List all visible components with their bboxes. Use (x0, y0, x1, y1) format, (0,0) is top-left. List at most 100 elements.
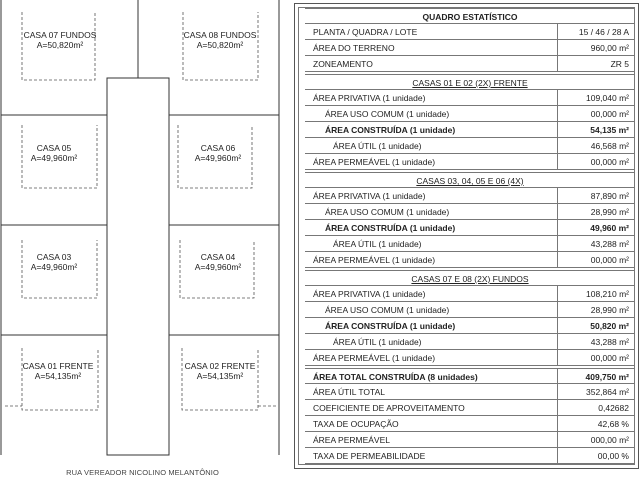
row-label: ÁREA PERMEÁVEL (313, 435, 391, 445)
row-label: ÁREA PRIVATIVA (1 unidade) (313, 191, 426, 201)
lot-area: A=49,960m² (194, 262, 242, 272)
row-value: 352,864 m² (586, 387, 629, 397)
table-row: ÁREA USO COMUM (1 unidade) 00,000 m² (305, 106, 635, 122)
table-row: ÁREA PERMEÁVEL (1 unidade) 00,000 m² (305, 154, 635, 170)
site-plan: CASA 07 FUNDOS A=50,820m² CASA 08 FUNDOS… (0, 0, 285, 480)
row-value: 49,960 m² (590, 223, 629, 233)
table-row: ÁREA PERMEÁVEL (1 unidade)00,000 m² (305, 350, 635, 366)
row-label: ÁREA USO COMUM (1 unidade) (325, 207, 450, 217)
row-value: 28,990 m² (590, 207, 629, 217)
row-label: TAXA DE OCUPAÇÃO (313, 419, 399, 429)
footprint-casa-07 (21, 12, 96, 81)
lot-area: A=49,960m² (30, 153, 78, 163)
lot-area: A=49,960m² (30, 262, 78, 272)
row-value: 409,750 m² (585, 372, 629, 382)
row-label: ÁREA TOTAL CONSTRUÍDA (8 unidades) (313, 372, 478, 382)
row-value: 108,210 m² (586, 289, 629, 299)
lot-label-casa-05: CASA 05 A=49,960m² (14, 143, 94, 163)
footprint-casa-02 (181, 348, 259, 411)
row-label: ÁREA USO COMUM (1 unidade) (325, 109, 450, 119)
footprint-casa-06 (177, 125, 253, 189)
site-plan-drawing (0, 0, 280, 456)
lot-label-casa-08: CASA 08 FUNDOS A=50,820m² (180, 30, 260, 50)
section-header: CASAS 01 E 02 (2X) FRENTE (305, 74, 635, 90)
row-value: 00,000 m² (590, 109, 629, 119)
lot-name: CASA 01 FRENTE (22, 361, 94, 371)
section-title: CASAS 01 E 02 (2X) FRENTE (412, 78, 528, 88)
lot-label-casa-02: CASA 02 FRENTE A=54,135m² (180, 361, 260, 381)
table-row: ÁREA USO COMUM (1 unidade) 28,990 m² (305, 302, 635, 318)
table-row: ÁREA PERMEÁVEL (1 unidade) 00,000 m² (305, 252, 635, 268)
table-title: QUADRO ESTATÍSTICO (305, 8, 635, 24)
footprint-casa-04 (179, 240, 255, 299)
table-row: ÁREA USO COMUM (1 unidade) 28,990 m² (305, 204, 635, 220)
lot-label-casa-03: CASA 03 A=49,960m² (14, 252, 94, 272)
lot-area: A=54,135m² (196, 371, 244, 381)
street-name: RUA VEREADOR NICOLINO MELANTÔNIO (66, 468, 219, 477)
row-value: 00,000 m² (590, 353, 629, 363)
lot-area: A=54,135m² (34, 371, 82, 381)
row-value: 000,00 m² (590, 435, 629, 445)
table-row: ÁREA ÚTIL (1 unidade) 43,288 m² (305, 334, 635, 350)
row-label: ÁREA PERMEÁVEL (1 unidade) (313, 255, 436, 265)
row-value: 960,00 m² (590, 43, 629, 53)
table-row: PLANTA / QUADRA / LOTE 15 / 46 / 28 A (305, 24, 635, 40)
row-label: ÁREA CONSTRUÍDA (1 unidade) (325, 321, 456, 331)
lot-label-casa-01: CASA 01 FRENTE A=54,135m² (18, 361, 98, 381)
row-value: 46,568 m² (590, 141, 629, 151)
table-row: ÁREA CONSTRUÍDA (1 unidade)49,960 m² (305, 220, 635, 236)
lot-name: CASA 07 FUNDOS (23, 30, 97, 40)
row-value: 00,000 m² (590, 157, 629, 167)
statistics-table: QUADRO ESTATÍSTICO PLANTA / QUADRA / LOT… (294, 3, 639, 469)
row-label: ÁREA ÚTIL (1 unidade) (333, 337, 422, 347)
row-value: 87,890 m² (590, 191, 629, 201)
row-value: 43,288 m² (590, 337, 629, 347)
table-row: ÁREA ÚTIL (1 unidade) 46,568 m² (305, 138, 635, 154)
row-value: 0,42682 (598, 403, 629, 413)
row-label: ÁREA PERMEÁVEL (1 unidade) (313, 157, 436, 167)
section-title: CASAS 03, 04, 05 E 06 (4X) (416, 176, 524, 186)
lot-name: CASA 04 (200, 252, 236, 262)
table-row: ÁREA CONSTRUÍDA (1 unidade) 54,135 m² (305, 122, 635, 138)
row-value: ZR 5 (610, 59, 629, 69)
lot-area: A=50,820m² (36, 40, 84, 50)
table-row: TAXA DE OCUPAÇÃO 42,68 % (305, 416, 635, 432)
section-header: CASAS 03, 04, 05 E 06 (4X) (305, 172, 635, 188)
access-driveway (106, 77, 170, 456)
table-row: ÁREA ÚTIL TOTAL 352,864 m² (305, 384, 635, 400)
row-label: ÁREA ÚTIL (1 unidade) (333, 141, 422, 151)
row-label: ÁREA PRIVATIVA (1 unidade) (313, 289, 426, 299)
row-label: COEFICIENTE DE APROVEITAMENTO (313, 403, 465, 413)
table-row: ÁREA TOTAL CONSTRUÍDA (8 unidades) 409,75… (305, 368, 635, 385)
row-label: PLANTA / QUADRA / LOTE (313, 27, 418, 37)
row-value: 28,990 m² (590, 305, 629, 315)
row-label: ÁREA CONSTRUÍDA (1 unidade) (325, 125, 456, 135)
section-header: CASAS 07 E 08 (2X) FUNDOS (305, 270, 635, 286)
table-row: COEFICIENTE DE APROVEITAMENTO 0,42682 (305, 400, 635, 416)
table-row: ÁREA ÚTIL (1 unidade) 43,288 m² (305, 236, 635, 252)
table-row: ÁREA PRIVATIVA (1 unidade)109,040 m² (305, 90, 635, 106)
row-label: ÁREA DO TERRENO (313, 43, 395, 53)
table-row: ÁREA PRIVATIVA (1 unidade) 108,210 m² (305, 286, 635, 302)
row-label: ÁREA ÚTIL TOTAL (313, 387, 385, 397)
row-label: ÁREA ÚTIL (1 unidade) (333, 239, 422, 249)
row-value: 109,040 m² (586, 93, 629, 103)
lot-name: CASA 05 (36, 143, 72, 153)
row-value: 42,68 % (597, 419, 629, 429)
footprint-casa-05 (21, 125, 98, 189)
lot-label-casa-07: CASA 07 FUNDOS A=50,820m² (20, 30, 100, 50)
row-label: ÁREA USO COMUM (1 unidade) (325, 305, 450, 315)
lot-area: A=49,960m² (194, 153, 242, 163)
section-title: CASAS 07 E 08 (2X) FUNDOS (411, 274, 529, 284)
row-value: 00,000 m² (590, 255, 629, 265)
row-label: TAXA DE PERMEABILIDADE (313, 451, 426, 461)
row-value: 54,135 m² (590, 125, 629, 135)
table-row: TAXA DE PERMEABILIDADE 00,00 % (305, 448, 635, 464)
row-value: 00,00 % (597, 451, 629, 461)
table-row: ÁREA PRIVATIVA (1 unidade) 87,890 m² (305, 188, 635, 204)
lot-name: CASA 08 FUNDOS (183, 30, 257, 40)
row-value: 15 / 46 / 28 A (578, 27, 629, 37)
lot-label-casa-06: CASA 06 A=49,960m² (178, 143, 258, 163)
footprint-casa-03 (21, 240, 98, 299)
row-value: 43,288 m² (590, 239, 629, 249)
